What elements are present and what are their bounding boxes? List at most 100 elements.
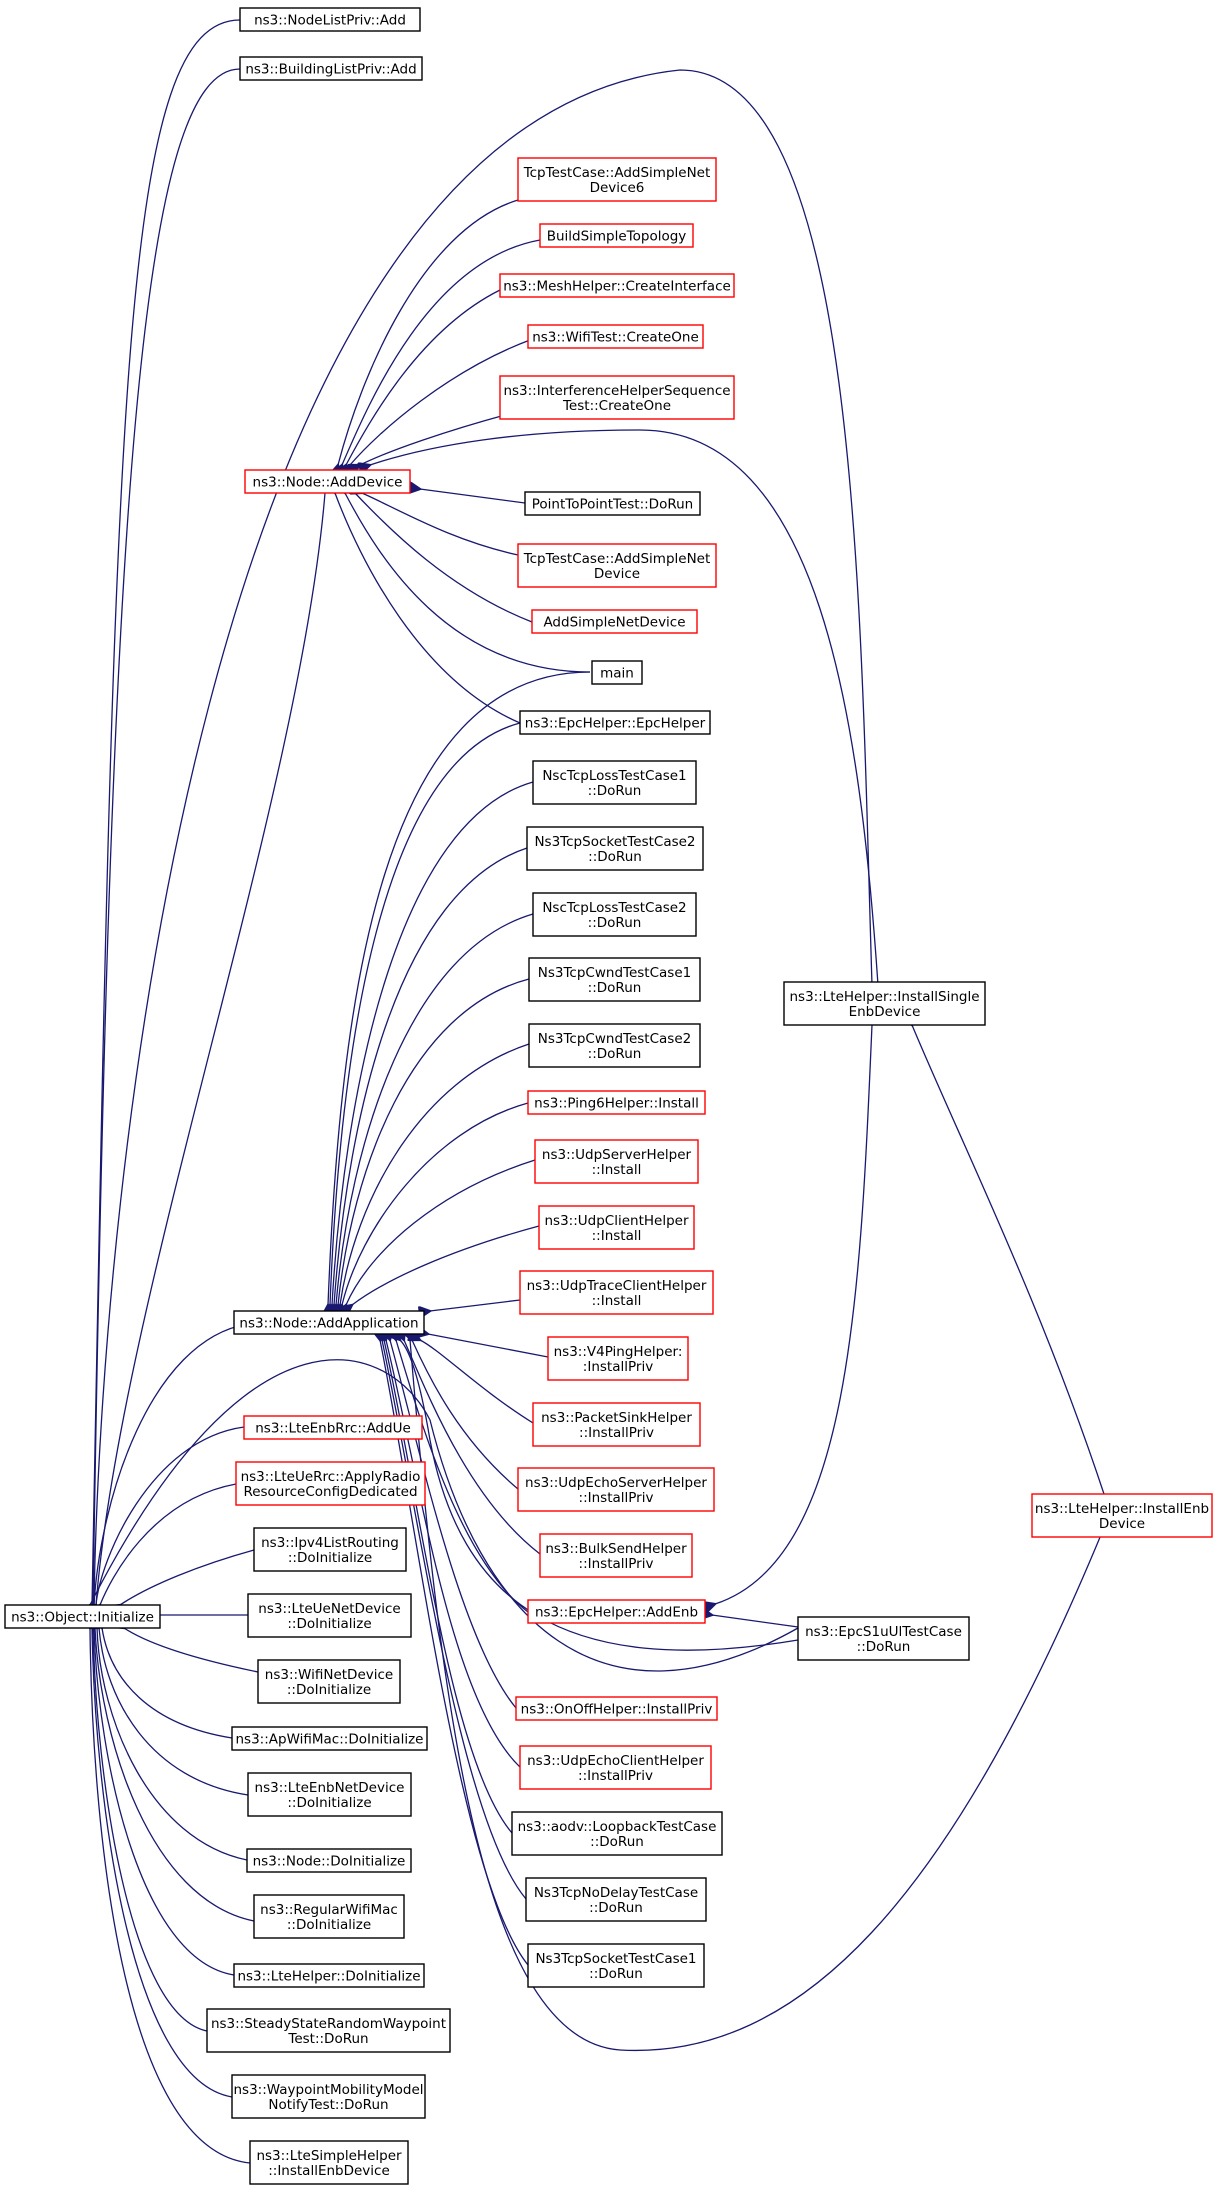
node-box[interactable] bbox=[591, 660, 643, 685]
node-buildsimple[interactable]: BuildSimpleTopology bbox=[539, 223, 694, 248]
node-box[interactable] bbox=[233, 1963, 425, 1988]
node-box[interactable] bbox=[528, 1023, 701, 1068]
node-tcpadd[interactable]: TcpTestCase::AddSimpleNetDevice bbox=[517, 543, 717, 588]
node-box[interactable] bbox=[249, 2140, 409, 2185]
node-box[interactable] bbox=[519, 1745, 712, 1790]
node-box[interactable] bbox=[499, 375, 735, 420]
node-installenb[interactable]: ns3::LteHelper::InstallEnbDevice bbox=[1031, 1493, 1213, 1538]
node-box[interactable] bbox=[532, 1402, 701, 1447]
node-udpserver[interactable]: ns3::UdpServerHelper::Install bbox=[534, 1139, 699, 1184]
node-interf[interactable]: ns3::InterferenceHelperSequenceTest::Cre… bbox=[499, 375, 735, 420]
node-box[interactable] bbox=[519, 1270, 714, 1315]
node-adddevice[interactable]: ns3::Node::AddDevice bbox=[244, 469, 411, 494]
node-box[interactable] bbox=[519, 710, 711, 735]
node-main[interactable]: main bbox=[591, 660, 643, 685]
node-box[interactable] bbox=[539, 223, 694, 248]
node-box[interactable] bbox=[253, 1894, 405, 1939]
node-lteenbnet[interactable]: ns3::LteEnbNetDevice::DoInitialize bbox=[247, 1772, 412, 1817]
node-addapp[interactable]: ns3::Node::AddApplication bbox=[233, 1310, 425, 1335]
node-box[interactable] bbox=[253, 1527, 407, 1572]
node-meshhelper[interactable]: ns3::MeshHelper::CreateInterface bbox=[499, 273, 735, 298]
node-udpechoclient[interactable]: ns3::UdpEchoClientHelper::InstallPriv bbox=[519, 1745, 712, 1790]
node-box[interactable] bbox=[539, 1533, 693, 1578]
node-box[interactable] bbox=[527, 1090, 706, 1115]
node-v4ping[interactable]: ns3::V4PingHelper::InstallPriv bbox=[547, 1336, 689, 1381]
node-box[interactable] bbox=[511, 1811, 723, 1856]
node-root[interactable]: ns3::Object::Initialize bbox=[4, 1604, 161, 1629]
node-box[interactable] bbox=[524, 491, 701, 516]
node-nscloss2[interactable]: NscTcpLossTestCase2::DoRun bbox=[532, 892, 697, 937]
node-box[interactable] bbox=[783, 981, 986, 1026]
node-box[interactable] bbox=[538, 1205, 695, 1250]
node-box[interactable] bbox=[534, 1139, 699, 1184]
node-lteenbrrc[interactable]: ns3::LteEnbRrc::AddUe bbox=[243, 1415, 423, 1440]
node-box[interactable] bbox=[231, 2074, 426, 2119]
node-packetsink[interactable]: ns3::PacketSinkHelper::InstallPriv bbox=[532, 1402, 701, 1447]
node-p2p[interactable]: PointToPointTest::DoRun bbox=[524, 491, 701, 516]
node-regwifi[interactable]: ns3::RegularWifiMac::DoInitialize bbox=[253, 1894, 405, 1939]
node-wifitest[interactable]: ns3::WifiTest::CreateOne bbox=[527, 324, 704, 349]
node-box[interactable] bbox=[547, 1336, 689, 1381]
node-aodv[interactable]: ns3::aodv::LoopbackTestCase::DoRun bbox=[511, 1811, 723, 1856]
node-box[interactable] bbox=[532, 760, 697, 805]
node-waypoint[interactable]: ns3::WaypointMobilityModelNotifyTest::Do… bbox=[231, 2074, 426, 2119]
node-box[interactable] bbox=[527, 1943, 705, 1988]
node-apwifi[interactable]: ns3::ApWifiMac::DoInitialize bbox=[231, 1726, 428, 1751]
node-box[interactable] bbox=[243, 1415, 423, 1440]
node-cwnd2[interactable]: Ns3TcpCwndTestCase2::DoRun bbox=[528, 1023, 701, 1068]
node-box[interactable] bbox=[246, 1848, 412, 1873]
node-ltehelperinit[interactable]: ns3::LteHelper::DoInitialize bbox=[233, 1963, 425, 1988]
node-box[interactable] bbox=[527, 1599, 706, 1624]
node-udptrace[interactable]: ns3::UdpTraceClientHelper::Install bbox=[519, 1270, 714, 1315]
node-nscloss1[interactable]: NscTcpLossTestCase1::DoRun bbox=[532, 760, 697, 805]
node-box[interactable] bbox=[528, 957, 701, 1002]
node-nodelay[interactable]: Ns3TcpNoDelayTestCase::DoRun bbox=[525, 1877, 707, 1922]
node-box[interactable] bbox=[257, 1659, 401, 1704]
node-box[interactable] bbox=[233, 1310, 425, 1335]
node-nodedoinit[interactable]: ns3::Node::DoInitialize bbox=[246, 1848, 412, 1873]
node-box[interactable] bbox=[231, 1726, 428, 1751]
node-ipv4list[interactable]: ns3::Ipv4ListRouting::DoInitialize bbox=[253, 1527, 407, 1572]
node-epcs1u[interactable]: ns3::EpcS1uUlTestCase::DoRun bbox=[797, 1616, 970, 1661]
node-ns3sock2[interactable]: Ns3TcpSocketTestCase2::DoRun bbox=[526, 826, 704, 871]
node-box[interactable] bbox=[527, 324, 704, 349]
node-epchelper[interactable]: ns3::EpcHelper::EpcHelper bbox=[519, 710, 711, 735]
node-box[interactable] bbox=[235, 1461, 426, 1506]
node-box[interactable] bbox=[517, 543, 717, 588]
node-buildinglist[interactable]: ns3::BuildingListPriv::Add bbox=[239, 56, 423, 81]
node-epcaddenb[interactable]: ns3::EpcHelper::AddEnb bbox=[527, 1599, 706, 1624]
node-box[interactable] bbox=[247, 1772, 412, 1817]
node-udpclient[interactable]: ns3::UdpClientHelper::Install bbox=[538, 1205, 695, 1250]
node-box[interactable] bbox=[517, 157, 717, 202]
node-box[interactable] bbox=[526, 826, 704, 871]
node-box[interactable] bbox=[1031, 1493, 1213, 1538]
node-lteuerrc[interactable]: ns3::LteUeRrc::ApplyRadioResourceConfigD… bbox=[235, 1461, 426, 1506]
node-ltesimple[interactable]: ns3::LteSimpleHelper::InstallEnbDevice bbox=[249, 2140, 409, 2185]
node-box[interactable] bbox=[532, 892, 697, 937]
node-bulksend[interactable]: ns3::BulkSendHelper::InstallPriv bbox=[539, 1533, 693, 1578]
node-box[interactable] bbox=[239, 56, 423, 81]
node-box[interactable] bbox=[239, 7, 421, 32]
node-wifinet[interactable]: ns3::WifiNetDevice::DoInitialize bbox=[257, 1659, 401, 1704]
node-sock1[interactable]: Ns3TcpSocketTestCase1::DoRun bbox=[527, 1943, 705, 1988]
node-cwnd1[interactable]: Ns3TcpCwndTestCase1::DoRun bbox=[528, 957, 701, 1002]
node-addsimple[interactable]: AddSimpleNetDevice bbox=[531, 609, 698, 634]
node-box[interactable] bbox=[517, 1467, 715, 1512]
node-box[interactable] bbox=[525, 1877, 707, 1922]
node-box[interactable] bbox=[797, 1616, 970, 1661]
node-ping6[interactable]: ns3::Ping6Helper::Install bbox=[527, 1090, 706, 1115]
node-onoff[interactable]: ns3::OnOffHelper::InstallPriv bbox=[515, 1696, 718, 1721]
node-udpecho[interactable]: ns3::UdpEchoServerHelper::InstallPriv bbox=[517, 1467, 715, 1512]
node-nodelist[interactable]: ns3::NodeListPriv::Add bbox=[239, 7, 421, 32]
node-box[interactable] bbox=[4, 1604, 161, 1629]
node-box[interactable] bbox=[515, 1696, 718, 1721]
node-lteuenet[interactable]: ns3::LteUeNetDevice::DoInitialize bbox=[247, 1593, 412, 1638]
node-box[interactable] bbox=[247, 1593, 412, 1638]
node-steady[interactable]: ns3::SteadyStateRandomWaypointTest::DoRu… bbox=[206, 2008, 451, 2053]
node-box[interactable] bbox=[206, 2008, 451, 2053]
node-box[interactable] bbox=[531, 609, 698, 634]
node-box[interactable] bbox=[244, 469, 411, 494]
node-box[interactable] bbox=[499, 273, 735, 298]
